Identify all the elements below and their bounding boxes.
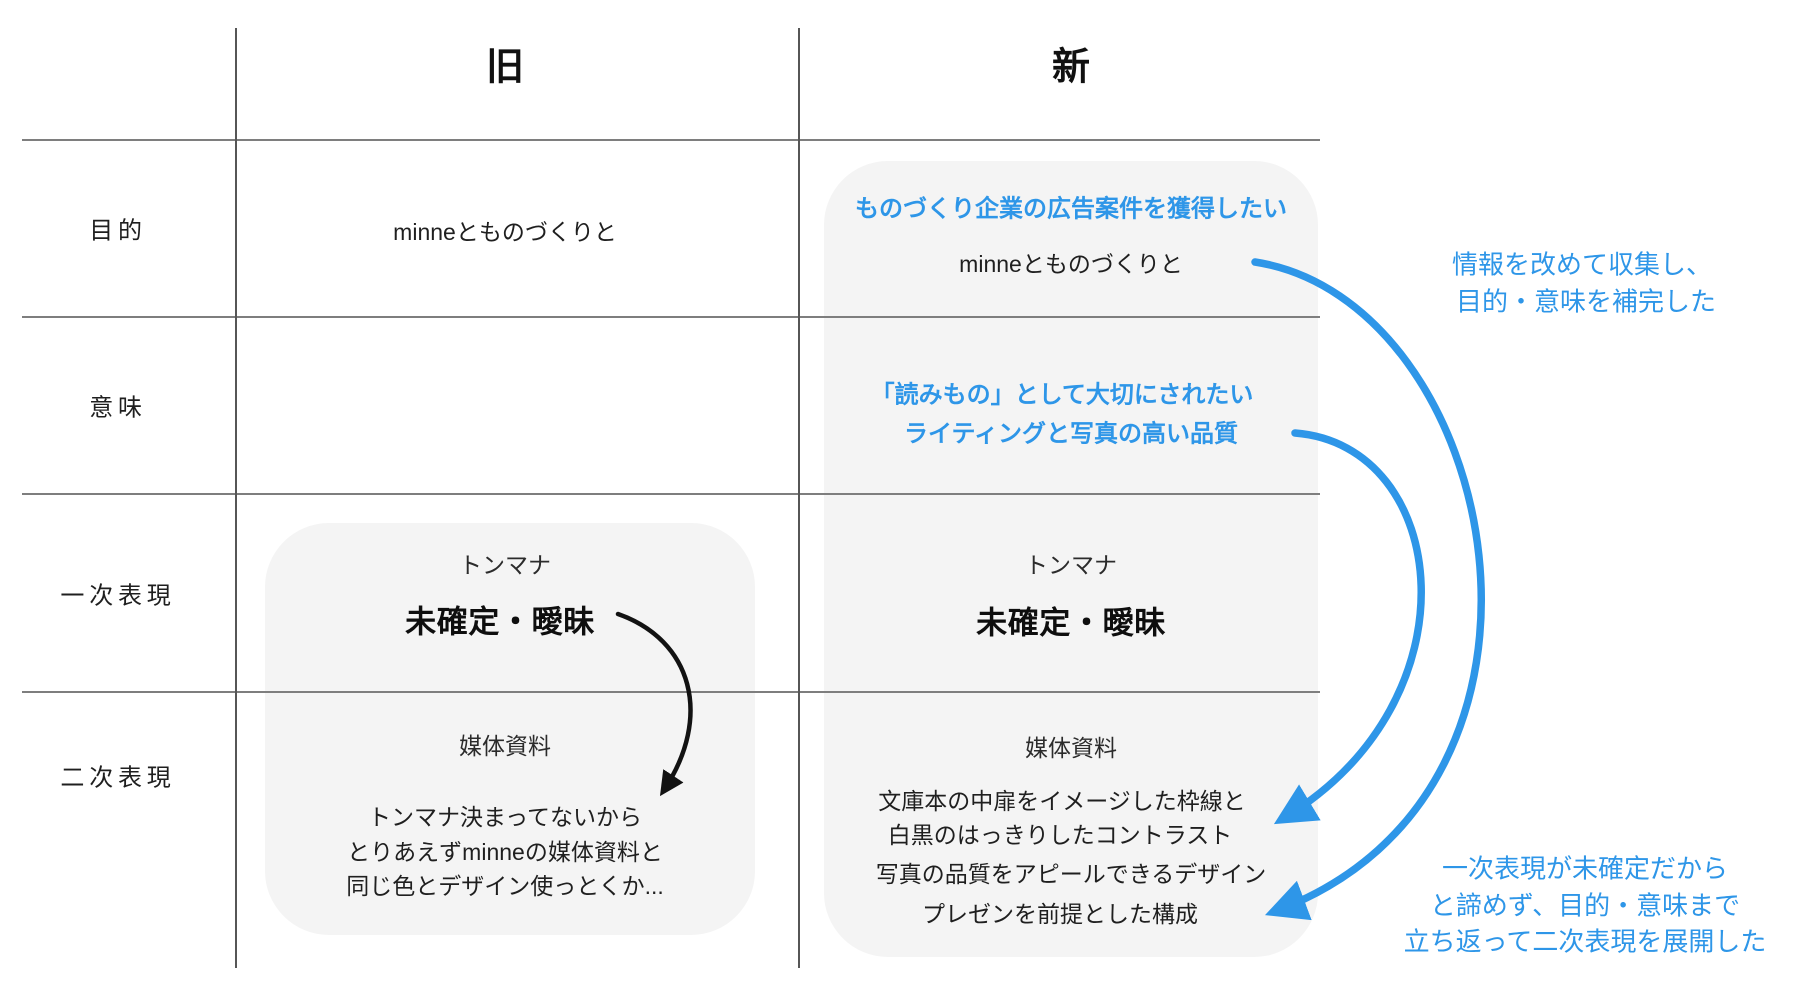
new-purpose-highlight: ものづくり企業の広告案件を獲得したい bbox=[855, 195, 1287, 223]
old-primary-status: 未確定・曖昧 bbox=[405, 604, 595, 640]
new-meaning-highlight: ライティングと写真の高い品質 bbox=[903, 420, 1239, 448]
annotation-collect-info: 情報を改めて収集し、 bbox=[1451, 249, 1713, 280]
old-secondary-line: 同じ色とデザイン使っとくか... bbox=[346, 873, 664, 899]
grid-vline-2 bbox=[798, 28, 800, 968]
grid-hline-3 bbox=[22, 493, 1320, 495]
annotation-expand-secondary: 立ち返って二次表現を展開した bbox=[1403, 926, 1767, 957]
annotation-collect-info: 目的・意味を補完した bbox=[1455, 286, 1717, 317]
new-secondary-line: プレゼンを前提とした構成 bbox=[922, 901, 1198, 927]
old-purpose-text: minneとものづくりと bbox=[393, 219, 617, 245]
annotation-expand-secondary: 一次表現が未確定だから bbox=[1441, 853, 1729, 884]
new-meaning-highlight: 「読みもの」として大切にされたい bbox=[870, 381, 1254, 409]
old-secondary-line: トンマナ決まってないから bbox=[368, 804, 642, 830]
row-label-meaning: 意味 bbox=[89, 394, 147, 422]
new-secondary-line: 文庫本の中扉をイメージした枠線と bbox=[878, 788, 1246, 814]
new-purpose-text: minneとものづくりと bbox=[959, 251, 1183, 277]
old-secondary-caption: 媒体資料 bbox=[459, 733, 551, 759]
new-secondary-caption: 媒体資料 bbox=[1025, 735, 1117, 761]
column-header-new: 新 bbox=[1051, 46, 1091, 89]
new-secondary-line: 写真の品質をアピールできるデザイン bbox=[875, 861, 1267, 887]
old-secondary-line: とりあえずminneの媒体資料と bbox=[347, 839, 663, 865]
column-header-old: 旧 bbox=[485, 46, 525, 89]
grid-hline-4 bbox=[22, 691, 1320, 693]
new-column-box bbox=[824, 161, 1318, 957]
old-primary-caption: トンマナ bbox=[459, 552, 551, 578]
grid-hline-2 bbox=[22, 316, 1320, 318]
grid-vline-1 bbox=[235, 28, 237, 968]
new-primary-caption: トンマナ bbox=[1025, 552, 1117, 578]
row-label-secondary: 二次表現 bbox=[60, 764, 176, 792]
grid-hline-1 bbox=[22, 139, 1320, 141]
row-label-purpose: 目的 bbox=[89, 217, 147, 245]
new-primary-status: 未確定・曖昧 bbox=[976, 605, 1166, 641]
annotation-expand-secondary: と諦めず、目的・意味まで bbox=[1429, 890, 1741, 921]
new-secondary-line: 白黒のはっきりしたコントラスト bbox=[887, 822, 1233, 848]
row-label-primary: 一次表現 bbox=[60, 582, 176, 610]
